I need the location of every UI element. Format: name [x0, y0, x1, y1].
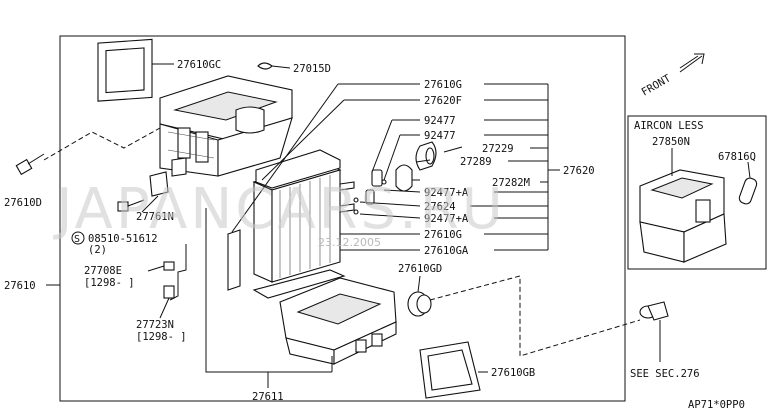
- label-front: FRONT: [640, 72, 674, 99]
- leader-27708e: [147, 265, 165, 272]
- label-27610gc: 27610GC: [177, 59, 221, 71]
- bracket-27761n-part: [149, 157, 187, 197]
- main-frame: [59, 35, 626, 402]
- s-circle: [71, 231, 85, 245]
- front-arrow: [679, 53, 705, 73]
- watermark-date: 23.12.2005: [318, 236, 381, 249]
- label-27610g-b: 27610G: [424, 229, 462, 241]
- label-27015d: 27015D: [293, 63, 331, 75]
- label-27708e-range: [1298- ]: [84, 277, 135, 289]
- seal-67816q-part: [738, 177, 758, 205]
- label-92477-b: 92477: [424, 130, 456, 142]
- watermark: JAPANCARS.RU: [53, 177, 506, 242]
- connector-27708e: [163, 261, 175, 271]
- label-27610gd: 27610GD: [398, 263, 442, 275]
- label-67816q: 67816Q: [718, 151, 756, 163]
- wire-27708e-part: [169, 244, 187, 301]
- diagram-code: AP71*0PP0: [688, 399, 745, 411]
- label-27761n: 27761N: [136, 211, 174, 223]
- label-27708e: 27708E: [84, 265, 122, 277]
- label-08510: 08510-51612: [88, 233, 158, 245]
- label-08510-circle: S: [74, 234, 80, 245]
- label-27723n-range: [1298- ]: [136, 331, 187, 343]
- duct-part: [419, 341, 481, 399]
- label-27723n: 27723N: [136, 319, 174, 331]
- screw-27610d-part: [15, 153, 45, 176]
- evap-upper-case-part: [255, 149, 341, 189]
- clip-part: [257, 62, 273, 70]
- filter-frame-part: [97, 38, 153, 102]
- leader-27611: [205, 208, 269, 388]
- label-27229: 27229: [482, 143, 514, 155]
- leader-27015d: [271, 65, 291, 69]
- leader-67816q: [747, 161, 751, 179]
- label-08510-qty: (2): [88, 244, 107, 256]
- label-27624: 27624: [424, 201, 456, 213]
- label-27282m: 27282M: [492, 177, 530, 189]
- label-27610: 27610: [4, 280, 36, 292]
- sensor-27723n-part: [163, 285, 175, 299]
- label-see-sec: SEE SEC.276: [630, 368, 700, 380]
- seal-strip-part: [252, 269, 346, 299]
- leader-27761n: [141, 195, 159, 213]
- label-27610g-a: 27610G: [424, 79, 462, 91]
- valve-parts: [353, 141, 463, 215]
- inset-frame: [627, 115, 767, 270]
- label-27620f: 27620F: [424, 95, 462, 107]
- leader-27723n: [159, 297, 170, 319]
- see-sec-part: [639, 301, 669, 321]
- inset-title: AIRCON LESS: [634, 120, 704, 132]
- seal-panel-part: [227, 229, 241, 291]
- label-92477a-b: 92477+A: [424, 213, 469, 225]
- label-27610gb: 27610GB: [491, 367, 535, 379]
- label-27850n: 27850N: [652, 136, 690, 148]
- dash-link-see-sec: [429, 275, 641, 357]
- label-27289: 27289: [460, 156, 492, 168]
- upper-case-part: [159, 75, 293, 177]
- label-92477a-a: 92477+A: [424, 187, 469, 199]
- label-92477-a: 92477: [424, 115, 456, 127]
- label-27620: 27620: [563, 165, 595, 177]
- label-27610ga: 27610GA: [424, 245, 469, 257]
- label-27610d: 27610D: [4, 197, 42, 209]
- screw-08510-part: [117, 199, 145, 212]
- leaders-center: [231, 83, 560, 251]
- label-27611: 27611: [252, 391, 284, 403]
- dash-link-27610d: [43, 127, 161, 161]
- leader-27610gd: [417, 275, 421, 293]
- inset-case-part: [639, 169, 727, 263]
- lower-case-part: [279, 277, 397, 365]
- motor-part: [407, 291, 432, 317]
